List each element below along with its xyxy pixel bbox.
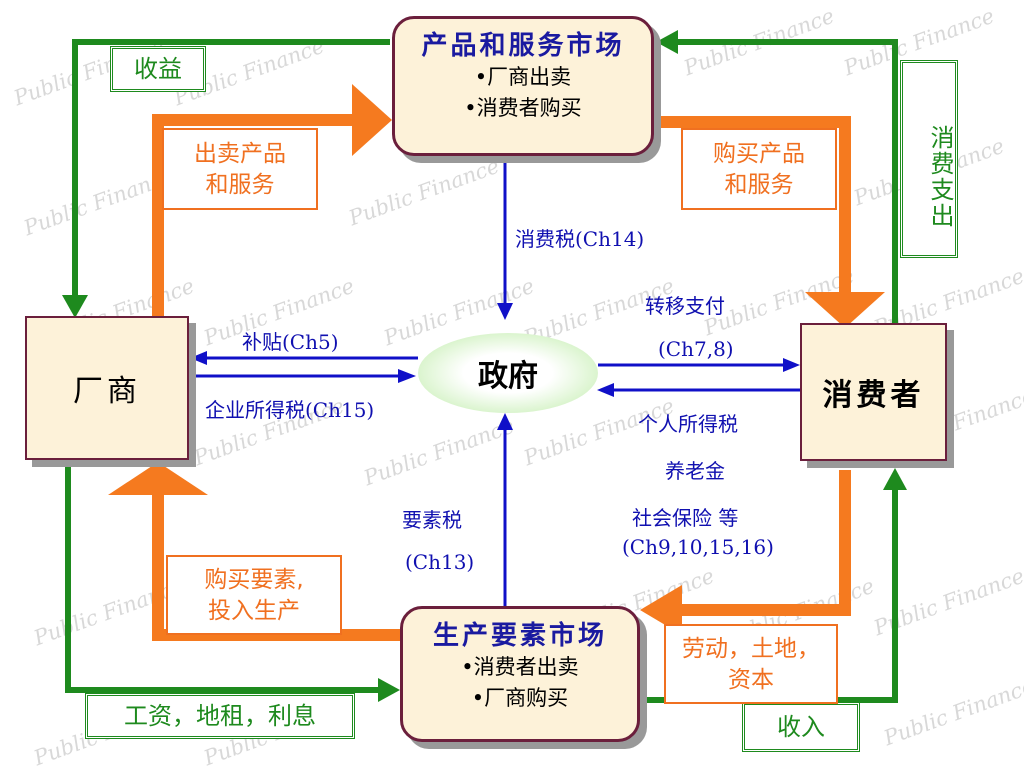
spending-arrowhead <box>656 30 678 54</box>
sell-goods-arrowhead <box>352 84 392 156</box>
corporate-tax-arrowhead <box>398 369 416 383</box>
revenue-arrowhead <box>62 295 88 318</box>
firm-label: 厂商 <box>73 374 141 409</box>
factor-tax-text: 要素税 <box>402 508 462 532</box>
government-label: 政府 <box>478 359 538 394</box>
wages-arrowhead <box>378 678 400 702</box>
consumer-spending-label: 消费支出 <box>900 60 958 258</box>
corporate-tax-text: 企业所得税(Ch15) <box>205 398 375 422</box>
transfer-arrowhead <box>783 358 800 372</box>
factor-market-title: 生产要素市场 <box>432 621 607 651</box>
government-ellipse: 政府 <box>418 333 598 413</box>
wages-label: 工资，地租，利息 <box>85 693 355 739</box>
labor-arrowhead <box>640 585 682 635</box>
income-arrowhead <box>883 468 907 490</box>
product-market-item: •消费者购买 <box>464 96 582 120</box>
buy-goods-arrowhead <box>805 292 885 328</box>
sell-goods-flow-line <box>152 114 355 318</box>
buy-goods-label: 购买产品 和服务 <box>681 128 837 210</box>
buy-goods-flow-line <box>655 116 851 300</box>
transfer-ch-text: (Ch7,8) <box>658 337 734 361</box>
consumption-tax-text: 消费税(Ch14) <box>515 227 645 251</box>
labor-flow-line <box>680 470 851 616</box>
income-label: 收入 <box>742 702 860 752</box>
personal-tax-text: 个人所得税 <box>638 412 738 436</box>
revenue-flow-line <box>72 39 390 298</box>
consumer-box: 消费者 <box>800 323 947 461</box>
firm-box: 厂商 <box>25 316 189 460</box>
consumer-label: 消费者 <box>822 378 925 413</box>
factor-market-item: •厂商购买 <box>471 686 569 710</box>
product-market-title: 产品和服务市场 <box>421 31 625 61</box>
factor-ch-text: (Ch13) <box>405 550 475 574</box>
wages-flow-line <box>65 462 380 693</box>
product-market-box: 产品和服务市场 •厂商出卖 •消费者购买 <box>392 16 654 156</box>
product-market-item: •厂商出卖 <box>474 65 572 89</box>
labor-land-capital-label: 劳动，土地， 资本 <box>664 624 838 704</box>
personal-tax-arrowhead <box>597 383 614 397</box>
revenue-label: 收益 <box>110 46 206 92</box>
factor-market-item: •消费者出卖 <box>461 655 579 679</box>
factor-tax-arrowhead <box>497 413 513 430</box>
consumption-tax-arrowhead <box>497 303 513 320</box>
sell-goods-label: 出卖产品 和服务 <box>162 128 318 210</box>
social-security-text: 社会保险 等 <box>632 506 739 530</box>
factor-market-box: 生产要素市场 •消费者出卖 •厂商购买 <box>400 606 640 742</box>
social-ch-text: (Ch9,10,15,16) <box>622 535 774 559</box>
consumer-spending-text: 消费支出 <box>926 125 954 229</box>
buy-factors-arrowhead <box>108 462 208 495</box>
buy-factors-label: 购买要素, 投入生产 <box>166 555 342 635</box>
subsidy-arrowhead <box>190 351 207 365</box>
spending-flow-line <box>675 39 898 325</box>
pension-text: 养老金 <box>665 459 725 483</box>
buy-factors-flow-line <box>152 490 400 641</box>
transfer-text: 转移支付 <box>645 294 725 318</box>
subsidy-text: 补贴(Ch5) <box>242 330 339 354</box>
